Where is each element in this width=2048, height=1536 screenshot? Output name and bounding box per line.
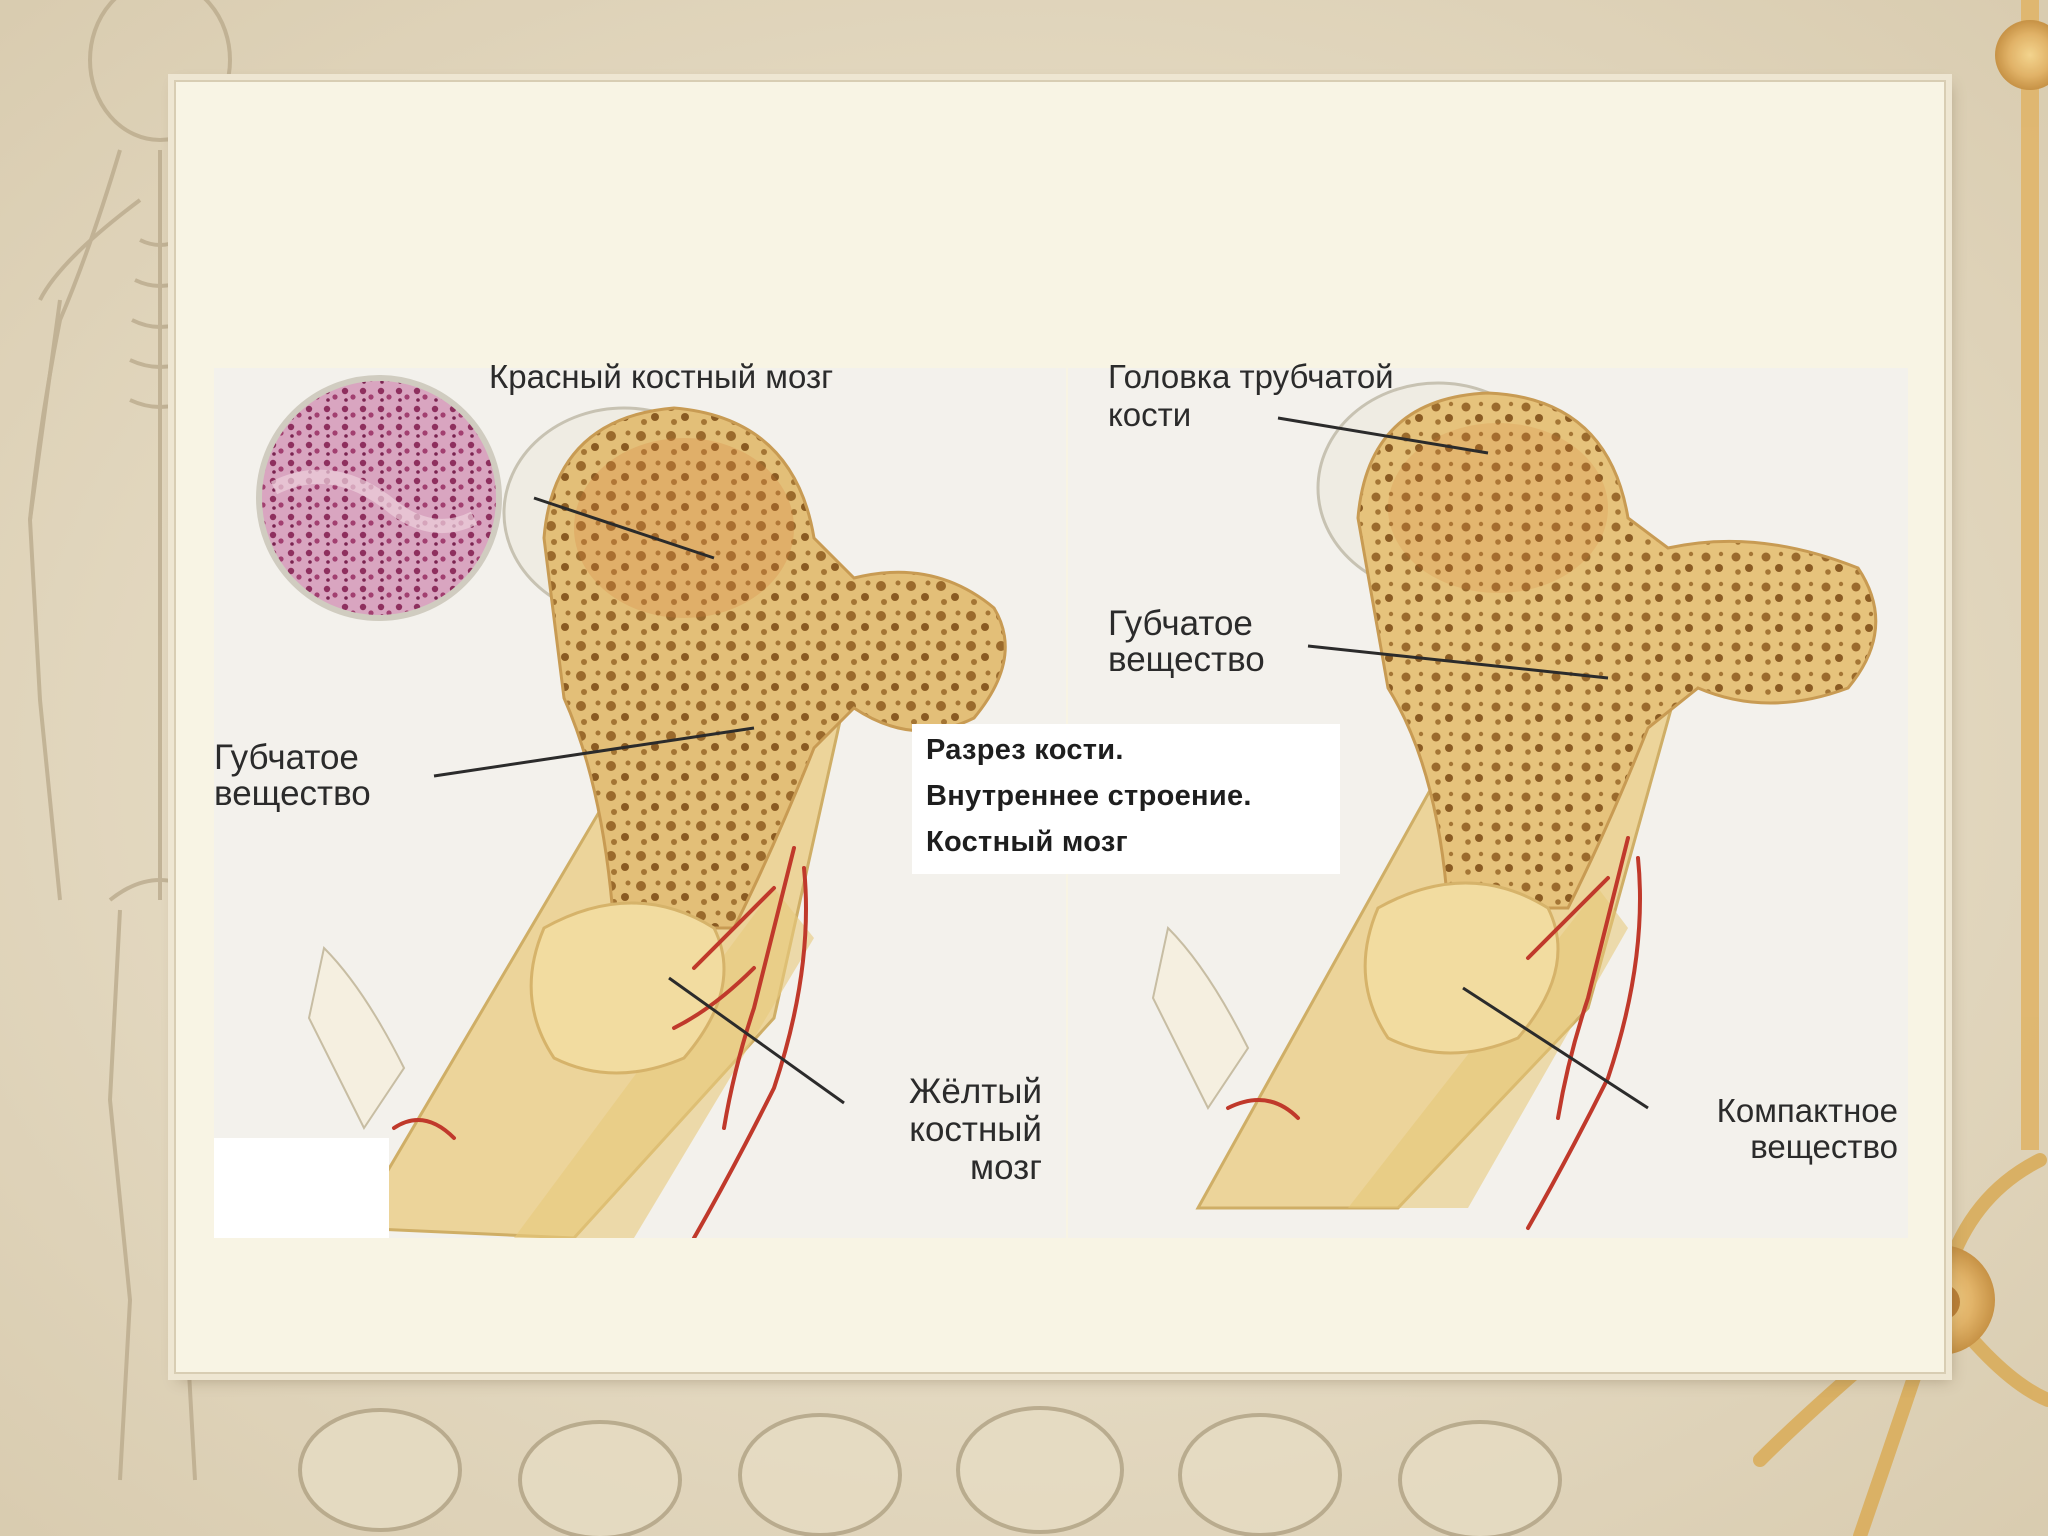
bone-head-label-line2: кости	[1108, 396, 1192, 433]
compact-label-line2: вещество	[1750, 1128, 1898, 1165]
left-diagram-panel: Красный костный мозг Губчатое вещество Ж…	[214, 359, 1066, 1238]
spongy-label-right-line2: вещество	[1108, 640, 1265, 679]
spongy-label-left-line2: вещество	[214, 774, 371, 813]
spongy-label-left-line1: Губчатое	[214, 738, 359, 777]
red-marrow-label: Красный костный мозг	[489, 358, 834, 395]
caption-line-2: Внутреннее строение.	[926, 780, 1252, 812]
caption-box: Разрез кости. Внутреннее строение. Костн…	[912, 724, 1340, 874]
compact-label-line1: Компактное	[1716, 1092, 1898, 1129]
left-bone-illustration	[256, 375, 1007, 1238]
skull-row	[298, 1406, 1562, 1536]
caption-line-3: Костный мозг	[926, 826, 1129, 858]
yellow-marrow-label-line3: мозг	[970, 1148, 1042, 1187]
white-patch	[214, 1138, 389, 1238]
yellow-marrow-label-line2: костный	[909, 1110, 1042, 1149]
caption-line-1: Разрез кости.	[926, 734, 1124, 766]
right-bone-illustration	[1151, 381, 1878, 1230]
yellow-marrow-label-line1: Жёлтый	[909, 1072, 1042, 1111]
spongy-label-right-line1: Губчатое	[1108, 604, 1253, 643]
bone-head-label-line1: Головка трубчатой	[1108, 358, 1394, 395]
